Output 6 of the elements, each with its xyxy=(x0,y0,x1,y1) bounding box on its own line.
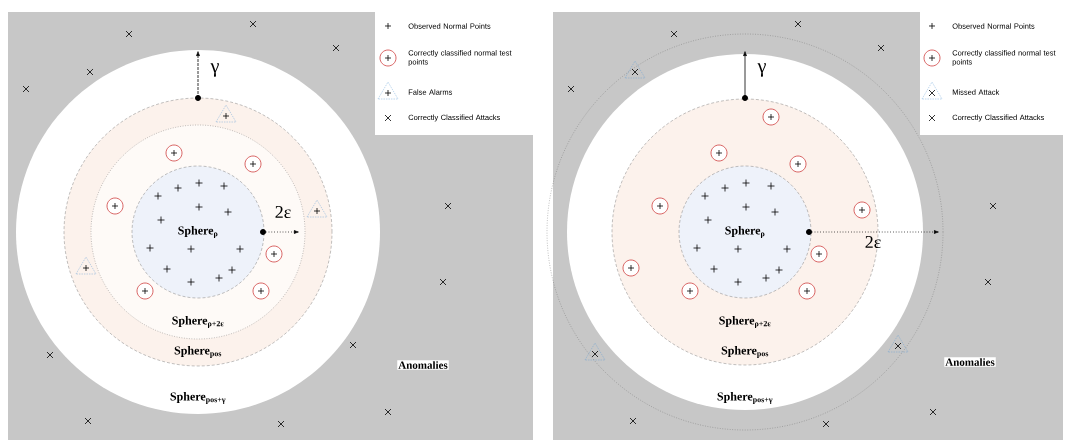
measure-label: γ xyxy=(757,63,766,77)
measure-label: γ xyxy=(210,63,219,77)
measure-label: 2ε xyxy=(865,235,881,249)
sphere: Sphere$_{ρ}$ xyxy=(131,165,265,299)
sphere: Sphere$_{ρ}$ xyxy=(678,165,812,299)
sphere-label: Sphere$_{ρ+2ε}$ xyxy=(719,316,771,328)
